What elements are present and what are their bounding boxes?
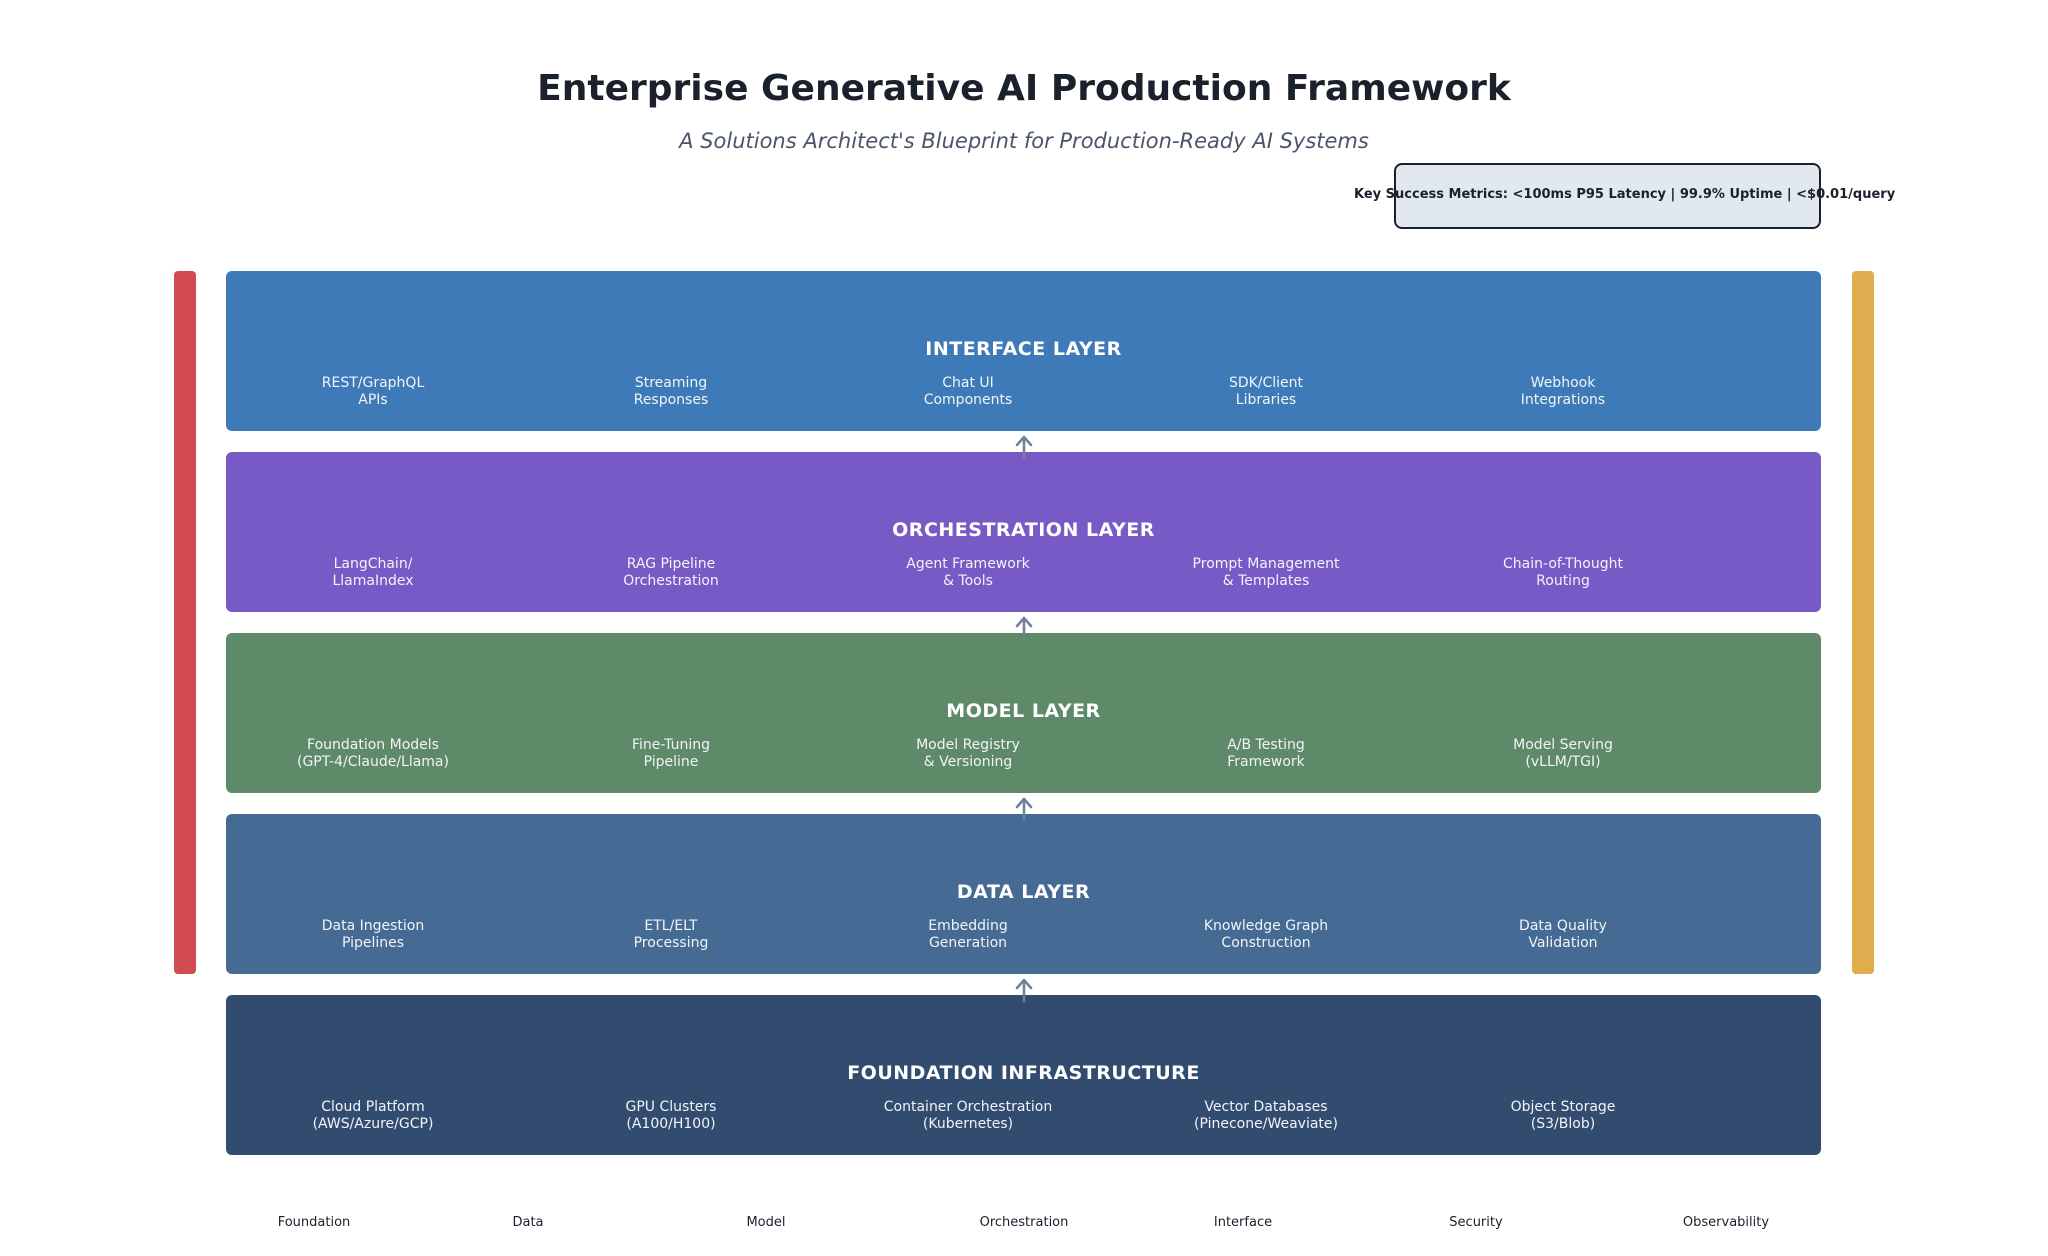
data-layer: DATA LAYER Data Ingestion Pipelines ETL/… (226, 814, 1821, 974)
security-bar (174, 271, 196, 974)
layer-component: LangChain/ LlamaIndex (332, 556, 414, 589)
layer-component: GPU Clusters (A100/H100) (625, 1099, 717, 1132)
layer-component: Embedding Generation (928, 918, 1008, 951)
legend-item-foundation: Foundation (277, 1215, 351, 1230)
layer-component: Container Orchestration (Kubernetes) (883, 1099, 1053, 1132)
layer-component: Object Storage (S3/Blob) (1510, 1099, 1616, 1132)
layer-component: Data Quality Validation (1519, 918, 1607, 951)
legend-item-model: Model (746, 1215, 786, 1230)
layer-component: Fine-Tuning Pipeline (632, 737, 710, 770)
interface-layer: INTERFACE LAYER REST/GraphQL APIs Stream… (226, 271, 1821, 431)
arrow-up-icon (1015, 435, 1033, 460)
layer-component: A/B Testing Framework (1227, 737, 1305, 770)
layer-title: FOUNDATION INFRASTRUCTURE (847, 1062, 1200, 1084)
legend-item-security: Security (1449, 1215, 1503, 1230)
layer-component: ETL/ELT Processing (633, 918, 709, 951)
layer-component: Model Serving (vLLM/TGI) (1513, 737, 1613, 770)
metrics-text: Key Success Metrics: <100ms P95 Latency … (1354, 187, 1896, 202)
layer-component: Chain-of-Thought Routing (1503, 556, 1623, 589)
layer-component: Prompt Management & Templates (1192, 556, 1340, 589)
foundation-layer: FOUNDATION INFRASTRUCTURE Cloud Platform… (226, 995, 1821, 1155)
layer-component: SDK/Client Libraries (1228, 375, 1304, 408)
legend-item-orchestration: Orchestration (979, 1215, 1069, 1230)
layer-component: Webhook Integrations (1520, 375, 1606, 408)
layer-component: Streaming Responses (633, 375, 709, 408)
layer-component: Vector Databases (Pinecone/Weaviate) (1194, 1099, 1338, 1132)
arrow-up-icon (1015, 978, 1033, 1003)
legend-item-data: Data (512, 1215, 544, 1230)
layer-component: Foundation Models (GPT-4/Claude/Llama) (297, 737, 449, 770)
arrow-up-icon (1015, 616, 1033, 641)
page-subtitle: A Solutions Architect's Blueprint for Pr… (679, 129, 1369, 153)
arrow-up-icon (1015, 797, 1033, 822)
layer-component: Cloud Platform (AWS/Azure/GCP) (312, 1099, 434, 1132)
layer-component: Knowledge Graph Construction (1203, 918, 1329, 951)
page-title: Enterprise Generative AI Production Fram… (537, 68, 1511, 109)
layer-component: Agent Framework & Tools (906, 556, 1030, 589)
layer-title: INTERFACE LAYER (925, 338, 1122, 360)
layer-title: ORCHESTRATION LAYER (892, 519, 1155, 541)
layer-component: Data Ingestion Pipelines (321, 918, 425, 951)
layer-title: MODEL LAYER (946, 700, 1101, 722)
model-layer: MODEL LAYER Foundation Models (GPT-4/Cla… (226, 633, 1821, 793)
orchestration-layer: ORCHESTRATION LAYER LangChain/ LlamaInde… (226, 452, 1821, 612)
layer-component: Chat UI Components (923, 375, 1013, 408)
legend-item-observability: Observability (1682, 1215, 1770, 1230)
observability-bar (1852, 271, 1874, 974)
layer-component: RAG Pipeline Orchestration (623, 556, 719, 589)
layer-component: REST/GraphQL APIs (321, 375, 425, 408)
layer-component: Model Registry & Versioning (916, 737, 1020, 770)
layer-title: DATA LAYER (956, 881, 1091, 903)
legend-item-interface: Interface (1213, 1215, 1273, 1230)
metrics-box (1394, 163, 1821, 229)
